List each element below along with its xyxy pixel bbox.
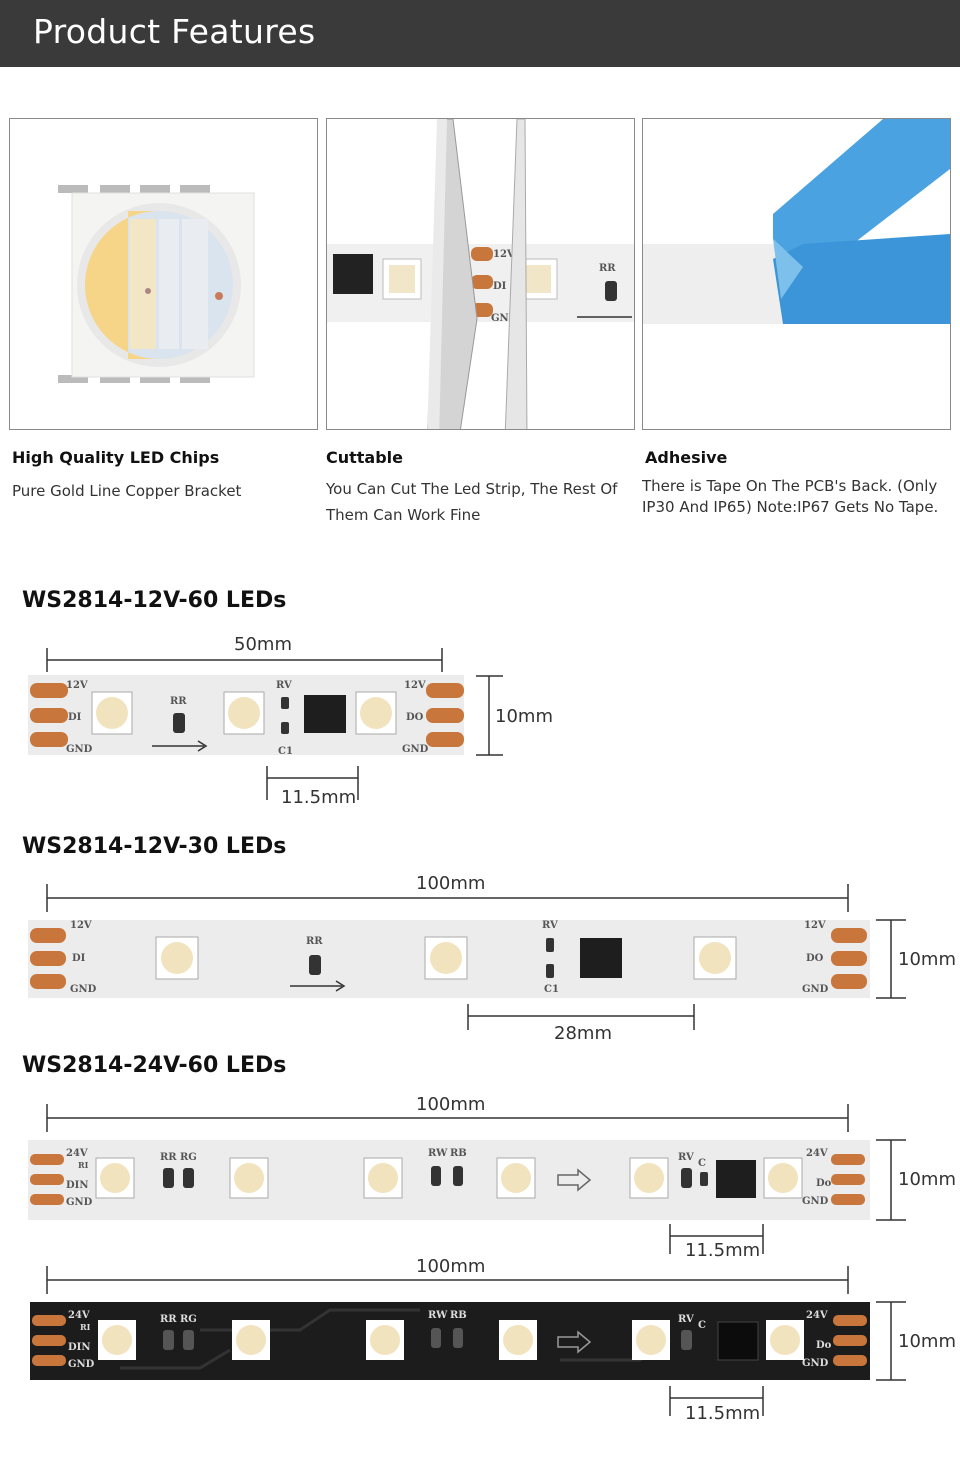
s3-rb-label: RB <box>450 1148 467 1159</box>
s3-v-label: 24V <box>66 1148 88 1159</box>
feature-title-adhesive: Adhesive <box>645 448 728 467</box>
cut-gnd-label: GND <box>491 313 518 324</box>
s4-v-label: 24V <box>68 1310 90 1321</box>
s1-gnd-label: GND <box>66 744 93 755</box>
cut-di-label: DI <box>493 281 507 292</box>
length-24v-60: 100mm <box>416 1094 486 1115</box>
s3-rr-label: RR <box>160 1152 177 1163</box>
adhesive-tape-illustration <box>643 119 950 324</box>
length-24v-60-black: 100mm <box>416 1256 486 1277</box>
s4-rr-label: RR <box>160 1314 177 1325</box>
length-12v-60: 50mm <box>234 634 292 655</box>
strip-title-24v-60: WS2814-24V-60 LEDs <box>22 1053 287 1078</box>
s2-v2-label: 12V <box>804 920 826 931</box>
s2-c1-label: C1 <box>544 984 559 995</box>
s3-do-label: Do <box>816 1178 832 1189</box>
adhesive-panel <box>642 118 951 430</box>
s2-gnd2-label: GND <box>802 984 829 995</box>
s2-v-label: 12V <box>70 920 92 931</box>
s4-do-label: Do <box>816 1340 832 1351</box>
s4-c-label: C <box>698 1320 706 1331</box>
cut-v-label: 12V <box>493 249 515 260</box>
s3-rv-label: RV <box>678 1152 694 1163</box>
cutting-scissors-illustration: 12V DI GND RR <box>327 119 634 429</box>
s1-gnd2-label: GND <box>402 744 429 755</box>
s4-rv-label: RV <box>678 1314 694 1325</box>
s1-rv-label: RV <box>276 680 292 691</box>
strip-title-12v-30: WS2814-12V-30 LEDs <box>22 834 287 859</box>
s4-di-label: DIN <box>68 1342 91 1353</box>
s3-rg-label: RG <box>180 1152 197 1163</box>
s4-gnd-label: GND <box>68 1359 95 1370</box>
s3-di-label: DIN <box>66 1180 89 1191</box>
s2-gnd-label: GND <box>70 984 97 995</box>
width-24v-60-black: 10mm <box>898 1331 956 1352</box>
pitch-12v-60: 11.5mm <box>281 787 357 808</box>
s3-gnd-label: GND <box>66 1197 93 1208</box>
width-24v-60: 10mm <box>898 1169 956 1190</box>
length-12v-30: 100mm <box>416 873 486 894</box>
cut-rr-label: RR <box>599 263 616 274</box>
s4-v2-label: 24V <box>806 1310 828 1321</box>
led-chip-panel <box>9 118 318 430</box>
header-bar: Product Features <box>0 0 960 67</box>
s1-di-label: DI <box>68 712 82 723</box>
s3-c-label: C <box>698 1158 706 1169</box>
feature-desc-cuttable: You Can Cut The Led Strip, The Rest Of T… <box>326 480 618 524</box>
s4-ri-label: RI <box>80 1322 91 1332</box>
s2-do-label: DO <box>806 953 824 964</box>
led-chip-illustration <box>58 185 255 383</box>
s4-gnd2-label: GND <box>802 1358 829 1369</box>
feature-desc-chips: Pure Gold Line Copper Bracket <box>12 482 242 500</box>
s1-v2-label: 12V <box>404 680 426 691</box>
pitch-24v-60: 11.5mm <box>685 1240 761 1261</box>
s3-gnd2-label: GND <box>802 1196 829 1207</box>
s2-di-label: DI <box>72 953 86 964</box>
s1-c1-label: C1 <box>278 746 293 757</box>
s3-ri-label: RI <box>78 1160 89 1170</box>
s2-rr-label: RR <box>306 936 323 947</box>
pitch-24v-60-black: 11.5mm <box>685 1403 761 1424</box>
s4-rw-label: RW <box>428 1310 448 1321</box>
feature-desc-adhesive: There is Tape On The PCB's Back. (Only I… <box>642 477 939 516</box>
width-12v-60: 10mm <box>495 706 553 727</box>
s4-rg-label: RG <box>180 1314 197 1325</box>
s1-v-label: 12V <box>66 680 88 691</box>
s2-rv-label: RV <box>542 920 558 931</box>
pitch-12v-30: 28mm <box>554 1023 612 1044</box>
feature-title-chips: High Quality LED Chips <box>12 448 220 467</box>
s1-do-label: DO <box>406 712 424 723</box>
strip-title-12v-60: WS2814-12V-60 LEDs <box>22 588 287 613</box>
width-12v-30: 10mm <box>898 949 956 970</box>
cuttable-panel: 12V DI GND RR <box>326 118 635 430</box>
s4-rb-label: RB <box>450 1310 467 1321</box>
s3-v2-label: 24V <box>806 1148 828 1159</box>
s1-rr-label: RR <box>170 696 187 707</box>
page-title: Product Features <box>33 12 316 51</box>
feature-title-cuttable: Cuttable <box>326 448 404 467</box>
s3-rw-label: RW <box>428 1148 448 1159</box>
